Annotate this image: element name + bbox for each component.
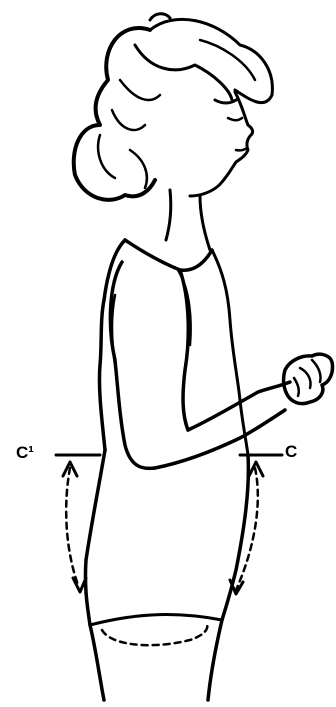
hand [284, 354, 333, 403]
lower-body [85, 450, 248, 700]
face [190, 92, 253, 196]
arm [110, 262, 290, 468]
measurement-markers [56, 455, 282, 594]
marker-label-left: C¹ [16, 444, 34, 461]
arrowhead-down-left [73, 578, 86, 592]
neck [166, 190, 210, 250]
marker-label-right: C [285, 443, 297, 460]
